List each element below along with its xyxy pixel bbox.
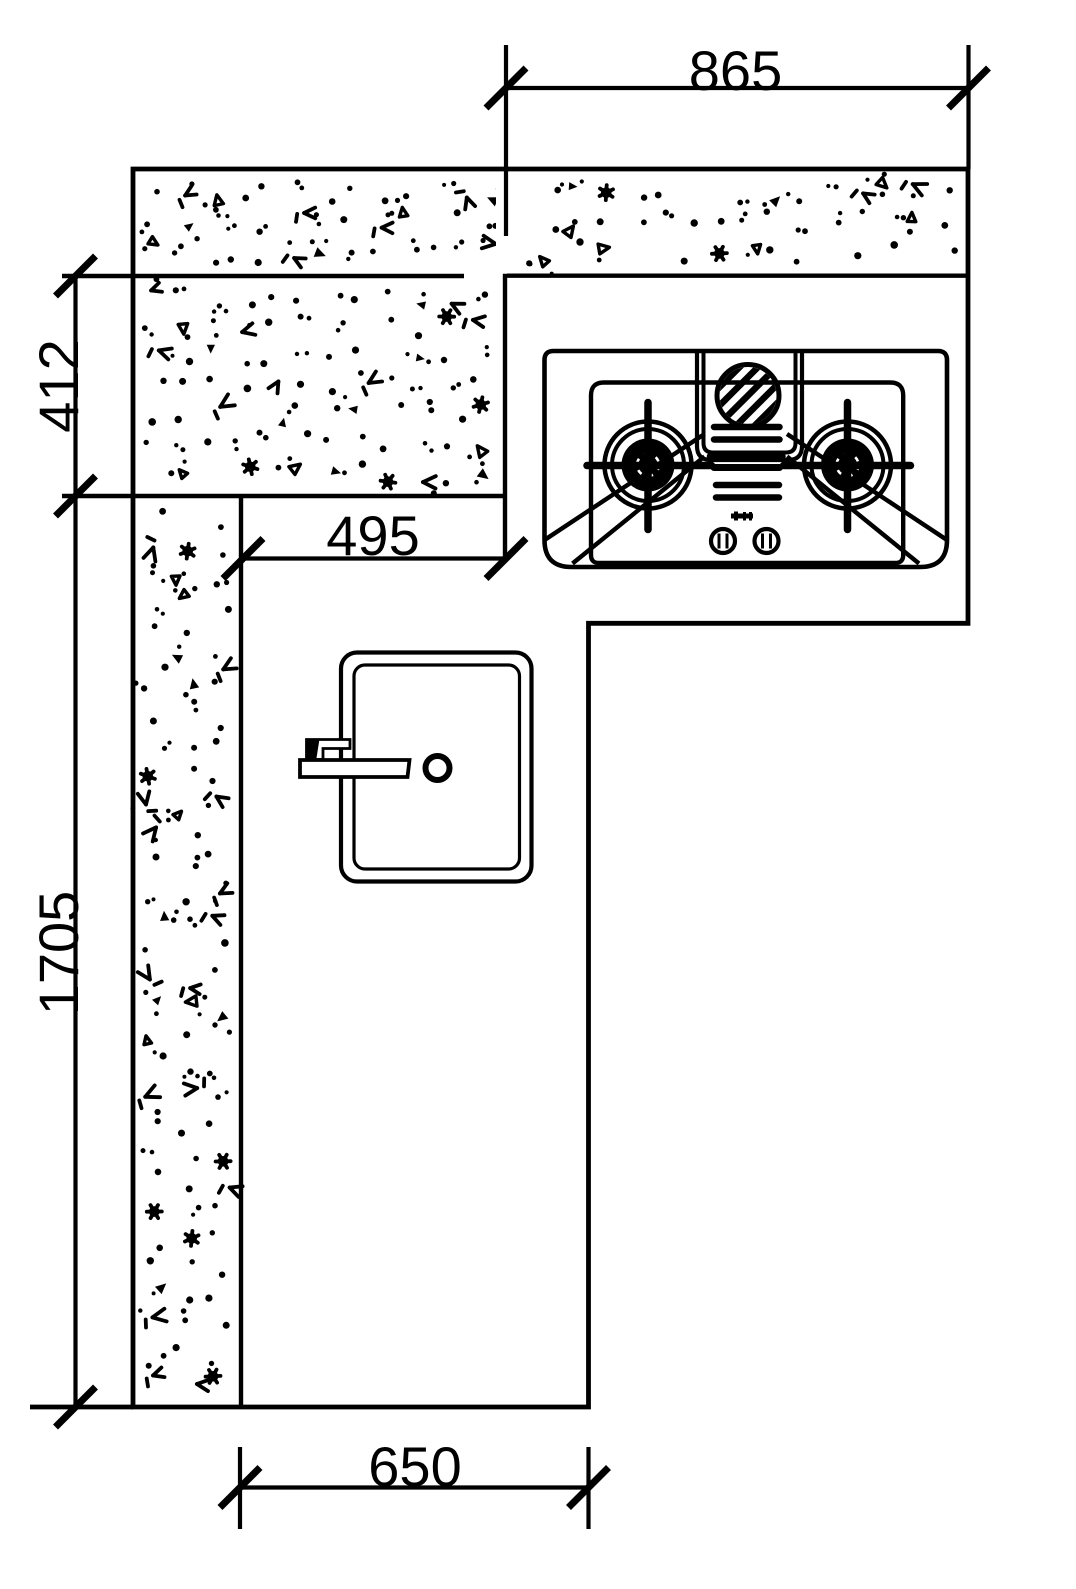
svg-text:495: 495 <box>326 504 419 567</box>
svg-text:1705: 1705 <box>27 891 90 1016</box>
svg-text:865: 865 <box>689 39 782 102</box>
svg-text:412: 412 <box>27 339 90 432</box>
svg-text:650: 650 <box>368 1435 461 1498</box>
